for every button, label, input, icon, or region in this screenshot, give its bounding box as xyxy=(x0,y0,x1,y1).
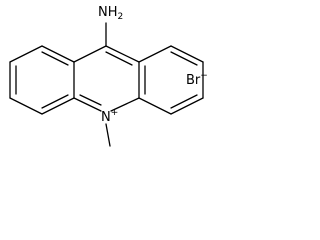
bromide-counterion-label: Br− xyxy=(186,71,208,88)
bond-c6-c5-inner xyxy=(170,94,198,109)
bond-n10-methyl xyxy=(105,123,111,147)
ring-nitrogen-label: N+ xyxy=(101,108,118,125)
bond-c4a-n10-inner xyxy=(79,94,102,106)
bond-c9-c8a xyxy=(105,45,140,63)
bond-c8-c7 xyxy=(170,45,204,63)
acridinium-structure-diagram: NH2 N+ Br− xyxy=(9,5,208,147)
bond-c6-c5 xyxy=(170,97,204,115)
bond-c8-c7-inner xyxy=(170,51,198,66)
bond-c9-c8a-inner xyxy=(105,51,133,66)
bond-n10-c10a xyxy=(110,97,140,112)
bond-c9a-c1 xyxy=(41,45,75,63)
bond-c3-c4 xyxy=(9,97,43,115)
bond-lines xyxy=(9,22,204,147)
bond-c8a-c8 xyxy=(138,45,172,63)
bond-c4-c4a-inner xyxy=(41,94,69,109)
bond-c4-c4a xyxy=(41,97,75,115)
amine-label: NH2 xyxy=(98,5,123,22)
bond-c4a-n10 xyxy=(73,97,102,112)
bond-c1-c2 xyxy=(9,45,43,63)
bond-c9a-c1-inner xyxy=(41,51,69,66)
bond-c5-c10a xyxy=(138,97,172,115)
bond-c9-c9a xyxy=(73,45,107,63)
